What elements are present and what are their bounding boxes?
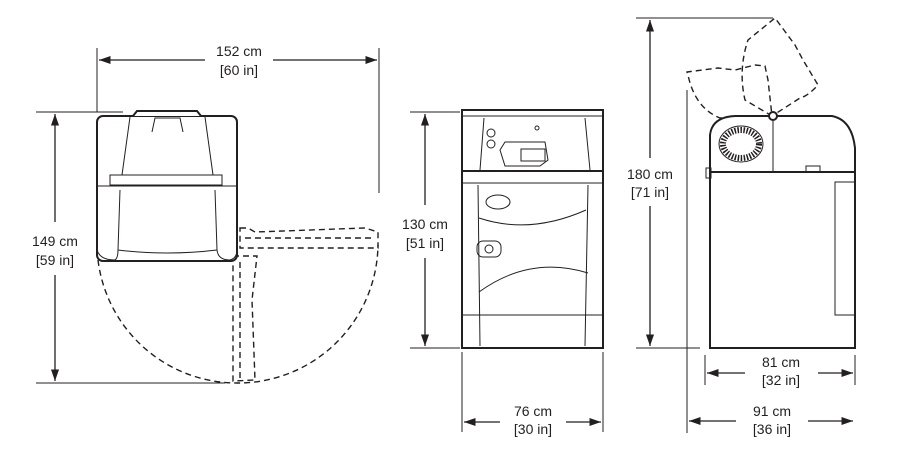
analyzer-front bbox=[461, 109, 604, 349]
side-depth-cm: 81 cm bbox=[762, 354, 800, 370]
side-overall-depth-in: [36 in] bbox=[753, 421, 791, 437]
top-depth-cm: 149 cm bbox=[32, 233, 78, 249]
side-height-in: [71 in] bbox=[631, 184, 669, 200]
side-view: 180 cm [71 in] 81 cm [32 in] 91 cm [36 i… bbox=[627, 16, 856, 437]
top-width-cm: 152 cm bbox=[216, 43, 262, 59]
front-height-in: [51 in] bbox=[406, 235, 444, 251]
side-depth-in: [32 in] bbox=[762, 372, 800, 388]
top-depth-in: [59 in] bbox=[36, 252, 74, 268]
top-width-in: [60 in] bbox=[220, 62, 258, 78]
front-view: 130 cm [51 in] 76 cm [30 in] bbox=[402, 109, 604, 437]
front-width-in: [30 in] bbox=[514, 421, 552, 437]
front-width-cm: 76 cm bbox=[514, 403, 552, 419]
top-view: 152 cm [60 in] 149 cm [59 in] bbox=[32, 43, 380, 384]
front-height-cm: 130 cm bbox=[402, 216, 448, 232]
side-height-cm: 180 cm bbox=[627, 166, 673, 182]
side-overall-depth-cm: 91 cm bbox=[753, 403, 791, 419]
analyzer-top-outline bbox=[96, 110, 379, 384]
analyzer-side bbox=[686, 16, 856, 349]
